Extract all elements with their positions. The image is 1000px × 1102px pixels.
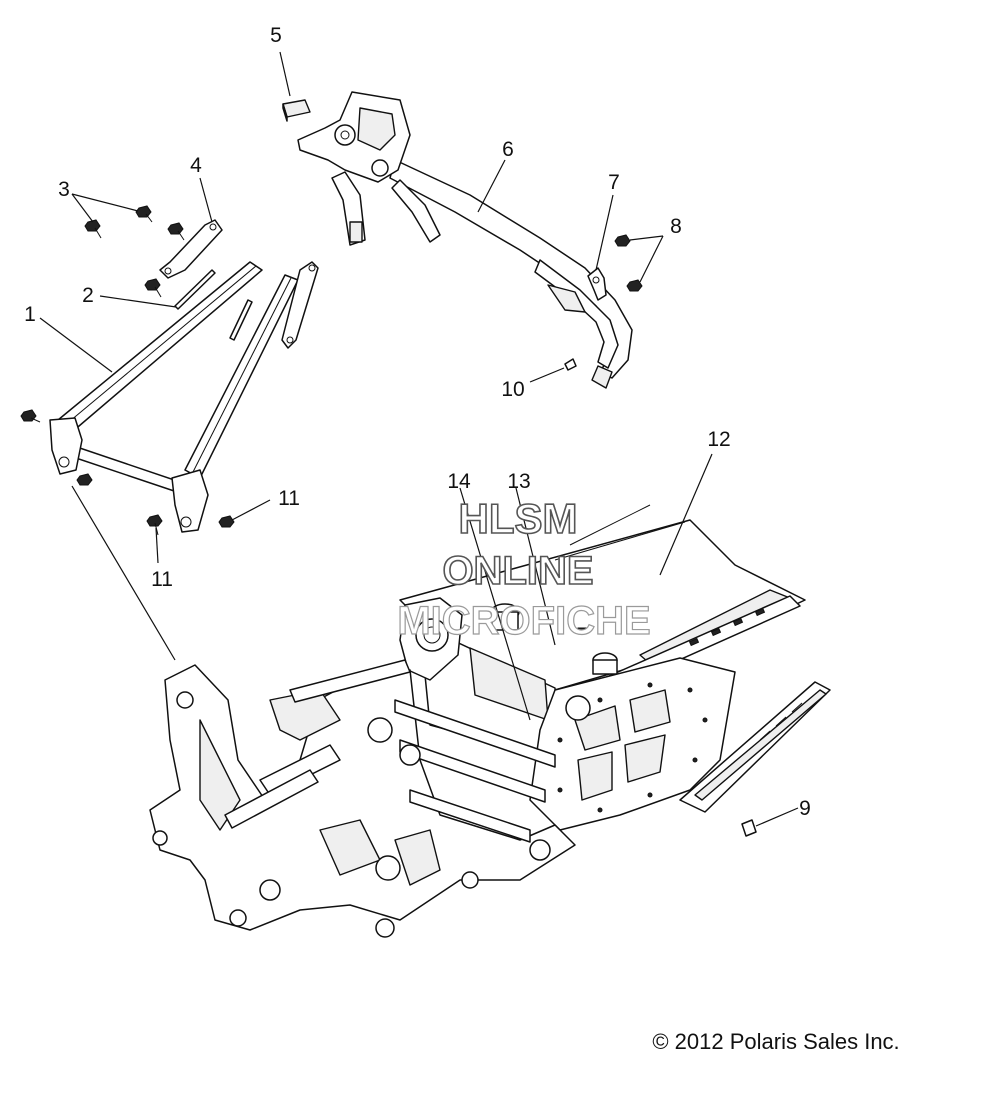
callout-14: 14 [447,470,471,493]
part-6-steering-post[interactable] [297,91,633,389]
callout-7: 7 [608,171,620,194]
part-3-bolts[interactable] [84,205,185,298]
callout-13: 13 [507,470,530,493]
part-10-fastener[interactable] [564,358,577,371]
part-7-clip[interactable] [587,267,607,301]
watermark-line-3: MICROFICHE [397,599,650,643]
callout-11a: 11 [278,487,300,510]
callout-12: 12 [707,428,730,451]
part-11-bolts[interactable] [146,514,235,536]
leader-lines [39,51,799,827]
part-1-front-frame[interactable] [20,261,319,533]
callout-8: 8 [670,215,682,238]
callout-5: 5 [270,24,282,47]
part-5-block[interactable] [282,99,311,122]
part-8-nuts[interactable] [614,234,643,292]
callout-labels: 5 6 7 8 4 3 2 1 10 11 11 12 13 14 9 [24,24,811,820]
callout-3: 3 [58,178,70,201]
callout-9: 9 [799,797,811,820]
callout-2: 2 [82,284,94,307]
callout-1: 1 [24,303,36,326]
part-4-link[interactable] [159,219,223,279]
watermark-line-1: HLSM [459,495,578,542]
watermark-line-2: ONLINE [442,549,593,593]
callout-4: 4 [190,154,202,177]
copyright-notice: © 2012 Polaris Sales Inc. [652,1029,899,1054]
callout-10: 10 [501,378,524,401]
watermark: HLSM ONLINE MICROFICHE [397,494,652,643]
callout-6: 6 [502,138,514,161]
part-2-pin[interactable] [174,269,216,310]
callout-11b: 11 [151,568,173,591]
chassis-frame [149,657,736,938]
part-14-mount[interactable] [399,597,463,681]
part-9-clip[interactable] [741,819,757,837]
